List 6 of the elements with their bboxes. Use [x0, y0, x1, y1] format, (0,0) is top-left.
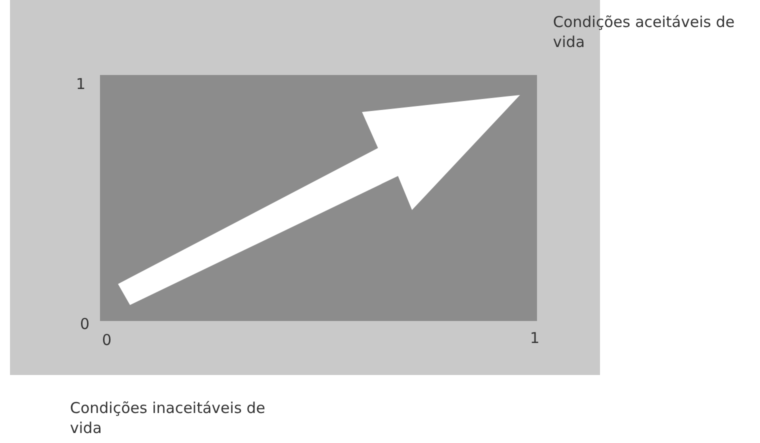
- tick-label: 1: [76, 74, 86, 94]
- tick-label: 0: [102, 330, 112, 350]
- axis-caption: Condições aceitáveis de vida: [553, 12, 736, 52]
- tick-label: 1: [530, 328, 540, 348]
- axis-caption: Condições inaceitáveis de vida: [70, 398, 266, 438]
- tick-label: 0: [80, 314, 90, 334]
